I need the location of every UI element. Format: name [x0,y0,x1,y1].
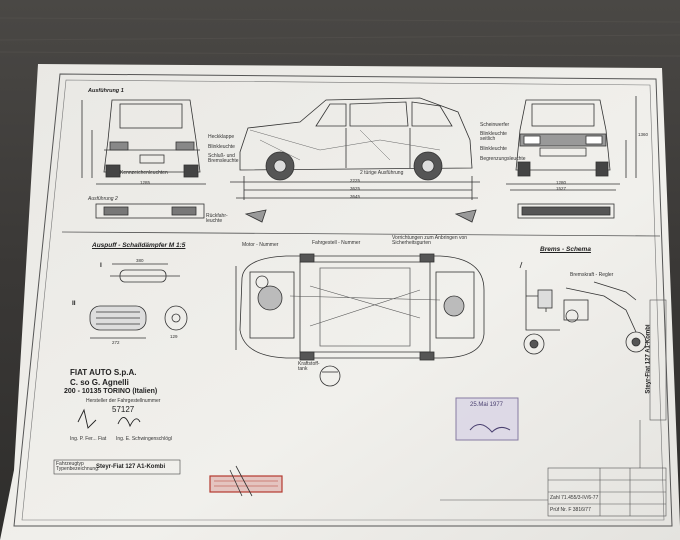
dim-overall: 3645 [350,194,361,199]
side-view-label: 2 türige Ausführung [360,170,404,176]
dim-wheelbase: 2225 [350,178,361,183]
belt-mount-label: Vorrichtungen zum Anbringen von Sicherhe… [392,235,468,246]
signature-right: Ing. E. Schwingenschlögl [116,436,172,442]
approval-stamp [455,397,519,441]
exhaust-roman-1: I [100,262,102,269]
title-block [440,299,667,517]
callout-rueckfahr: Rückfahr- leuchte [206,213,228,224]
callout-blinkleuchte: Blinkleuchte [208,144,235,150]
signature-left: Ing. P. Fer... Fiat [70,436,107,442]
callout-begrenzung: Begrenzungsleuchte [480,156,526,162]
callout-heckklappe: Heckklappe [208,134,235,140]
dim-height: 1360 [638,132,649,137]
brake-regulator-label: Bremskraft - Regler [570,272,614,278]
dim-rear-width: 1285 [140,180,151,185]
callout-blink-front: Blinkleuchte [480,146,507,152]
dim-length: 3625 [350,186,361,191]
callout-kennzeichen: Kennzeichenleuchten [120,170,168,176]
type-box-value: Steyr-Fiat 127 A1-Kombi [96,464,166,470]
title-pruf: Prüf Nr. F 3816/77 [550,507,591,513]
type-box-label: Fahrzeugtyp Typenbezeichnung: [56,461,100,472]
chassis-number-label: Fahrgestell - Nummer [312,240,361,246]
rear-view-label: Ausführung 1 [88,88,124,94]
callout-blink-seitlich: Blinkleuchte seitlich [480,131,507,142]
dim-front-width: 1280 [556,180,567,185]
maker-note: Hersteller der Fahrgestellnummer [86,398,161,404]
exhaust-heading: Auspuff - Schalldämpfer M 1:5 [92,242,186,249]
divider-top [61,231,661,237]
callout-schlussleuchte: Schluß- und Bremsleuchte [208,153,239,164]
exhaust-dim-1: 380 [136,258,144,263]
rear-view-drawing [81,99,206,185]
front-view-drawing [506,96,637,191]
exhaust-dim-3: 129 [170,334,178,339]
motor-number-label: Motor - Nummer [242,242,279,248]
outer-border [13,73,673,527]
maker-line-3: 200 - 10135 TORINO (Italien) [64,388,158,395]
chassis-top-view [235,253,485,387]
maker-line-2: C. so G. Agnelli [70,378,129,387]
approval-stamp-date: 25.Mai 1977 [470,402,504,408]
wood-grain [0,17,680,57]
brake-schema [519,261,647,355]
title-zahl: Zahl 71.455/3-IV/6-77 [550,495,599,501]
exhaust-drawing [89,263,188,339]
exhaust-dim-2: 272 [112,340,120,345]
maker-code: 57127 [112,405,135,414]
red-stamp [209,465,283,497]
title-vertical: Steyr-Fiat 127 A1-Kombi [645,324,652,394]
inner-border [21,79,665,521]
exhaust-roman-2: II [72,300,76,307]
dim-front-width2: 1527 [556,186,567,191]
bumper-detail [95,203,615,223]
callout-scheinwerfer: Scheinwerfer [480,122,510,128]
maker-line-1: FIAT AUTO S.p.A. [70,368,137,377]
side-view-drawing [230,97,480,200]
fuel-tank-label: Kraftstoff- tank [298,361,320,372]
brake-heading: Brems - Schema [540,246,591,253]
rear-view-label-2: Ausführung 2 [88,196,118,202]
signatures [77,408,141,429]
type-box [53,459,181,475]
